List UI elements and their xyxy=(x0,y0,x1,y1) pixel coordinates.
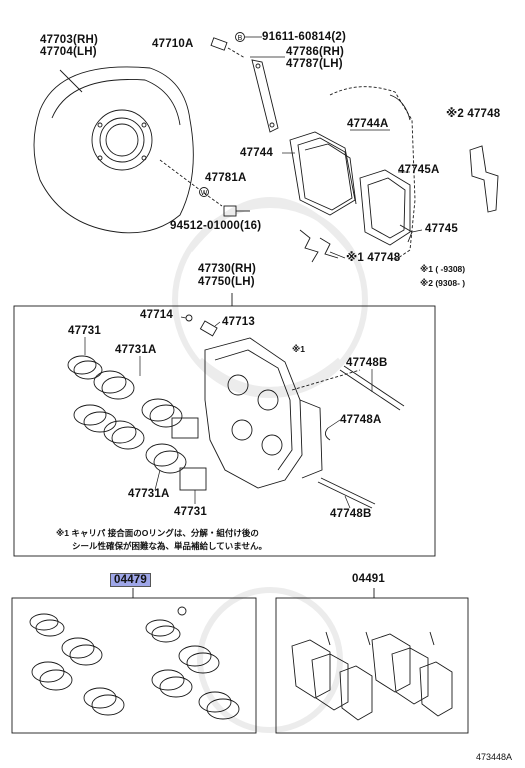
caliper-bolt-bracket xyxy=(210,37,279,133)
label-47713: 47713 xyxy=(222,316,255,328)
pad-pins xyxy=(317,365,405,509)
caliper-body xyxy=(204,337,323,489)
label-47731a-bot: 47731A xyxy=(128,488,170,500)
label-star1: ※1 xyxy=(292,344,305,354)
label-bolt-code: 91611-60814(2) xyxy=(262,31,347,43)
japanese-note-line1: ※1 キャリパ 接合面のOリングは、分解・組付け後の xyxy=(56,528,259,538)
label-47714: 47714 xyxy=(140,309,173,321)
label-47781a: 47781A xyxy=(205,172,247,184)
pad-kit-box xyxy=(275,588,469,734)
svg-text:W: W xyxy=(201,190,208,197)
circle-w-icon: W xyxy=(199,187,209,197)
kit-04479-link[interactable]: 04479 xyxy=(110,573,151,587)
svg-text:B: B xyxy=(238,35,243,42)
label-47786: 47786(RH) xyxy=(286,46,345,58)
anti-rattle-spring xyxy=(469,145,499,213)
label-47787: 47787(LH) xyxy=(286,58,343,70)
diagram-reference: 473448A xyxy=(476,752,513,762)
seal-kit-box xyxy=(11,588,257,734)
bleeder-plug xyxy=(185,314,218,337)
label-47731a-top: 47731A xyxy=(115,344,157,356)
label-47744: 47744 xyxy=(240,147,273,159)
japanese-note-line2: シール性確保が困難な為、単品補給していません。 xyxy=(72,541,267,551)
note-star2: ※2 (9308- ) xyxy=(420,278,466,288)
caliper-assembly-box xyxy=(13,293,436,557)
label-47745a: 47745A xyxy=(398,164,440,176)
label-47731-top: 47731 xyxy=(68,325,101,337)
label-47748a: 47748A xyxy=(340,414,382,426)
brake-pads-top xyxy=(289,86,416,261)
circle-b-icon: B xyxy=(235,32,245,42)
label-shield-rh: 47703(RH) xyxy=(40,34,99,46)
label-shield-lh: 47704(LH) xyxy=(40,46,97,58)
label-94512: 94512-01000(16) xyxy=(170,220,262,232)
dust-shield xyxy=(33,66,201,234)
label-47730: 47730(RH) xyxy=(198,263,257,275)
label-47748-top: ※2 47748 xyxy=(446,108,501,120)
label-47748b-bot: 47748B xyxy=(330,508,372,520)
label-47710a: 47710A xyxy=(152,38,194,50)
label-47750: 47750(LH) xyxy=(198,276,255,288)
label-47745: 47745 xyxy=(425,223,458,235)
label-47748-mid: ※1 47748 xyxy=(346,252,401,264)
label-47744a: 47744A xyxy=(347,118,389,130)
label-47748b-top: 47748B xyxy=(346,357,388,369)
bolt-94512 xyxy=(203,192,250,217)
note-star1: ※1 ( -9308) xyxy=(420,264,466,274)
label-47731-bot: 47731 xyxy=(174,506,207,518)
kit-04491-label: 04491 xyxy=(352,573,385,585)
pistons-and-seals xyxy=(67,355,207,491)
